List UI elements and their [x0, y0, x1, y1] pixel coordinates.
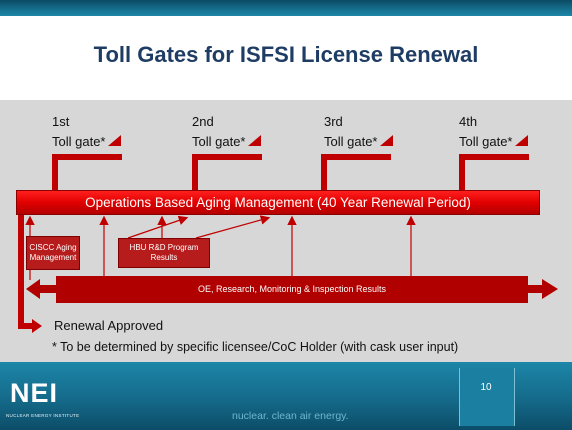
- gate-1-marker-icon: [108, 135, 121, 146]
- results-bar: OE, Research, Monitoring & Inspection Re…: [56, 276, 528, 303]
- ciscc-box: CISCC Aging Management: [26, 236, 80, 270]
- gate-3-ordinal: 3rd: [324, 114, 343, 129]
- footer-tagline: nuclear. clean air energy.: [232, 410, 349, 422]
- page-number-box: [459, 368, 515, 426]
- renewal-approved-label: Renewal Approved: [54, 318, 164, 333]
- gate-1-ordinal: 1st: [52, 114, 70, 129]
- slide-title: Toll Gates for ISFSI License Renewal: [93, 42, 479, 67]
- hbu-box: HBU R&D Program Results: [118, 238, 210, 268]
- gate-3-label: Toll gate*: [324, 134, 378, 149]
- gate-2-marker-icon: [248, 135, 261, 146]
- gate-4-marker-icon: [515, 135, 528, 146]
- gate-2-ordinal: 2nd: [192, 114, 214, 129]
- footnote: * To be determined by specific licensee/…: [52, 340, 459, 354]
- diagram-background: [0, 100, 572, 362]
- right-arrowhead-icon: [542, 279, 558, 299]
- gate-4-label: Toll gate*: [459, 134, 513, 149]
- gate-4-ordinal: 4th: [459, 114, 478, 129]
- page-number: 10: [480, 382, 492, 393]
- gate-2-label: Toll gate*: [192, 134, 246, 149]
- renewal-arrowhead-icon: [32, 319, 42, 333]
- nei-logo: NEI: [10, 378, 59, 408]
- left-arrowhead-icon: [26, 279, 40, 299]
- gate-1-label: Toll gate*: [52, 134, 106, 149]
- gate-steps: [52, 154, 529, 190]
- operations-aging-bar: Operations Based Aging Management (40 Ye…: [16, 190, 540, 215]
- top-banner: [0, 0, 572, 16]
- nei-logo-subtitle: NUCLEAR ENERGY INSTITUTE: [6, 413, 80, 418]
- gate-3-marker-icon: [380, 135, 393, 146]
